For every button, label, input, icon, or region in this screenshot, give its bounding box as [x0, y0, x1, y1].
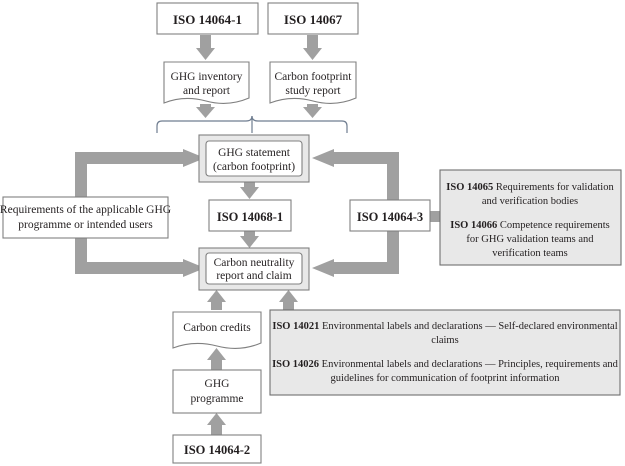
node-ghg-inventory-line2: and report — [183, 85, 231, 97]
arrow-14064-1-to-inventory — [196, 35, 215, 60]
node-carbon-credits[interactable]: Carbon credits — [172, 311, 262, 349]
arrow-14067-to-footprint-study — [303, 35, 322, 60]
connector-requirements-to-statement — [75, 149, 205, 277]
arrow-labels-panel-to-neutrality — [279, 290, 298, 310]
node-iso-14067[interactable]: ISO 14067 — [267, 2, 359, 35]
panel-validation-text-1-2: verification teams — [492, 248, 568, 259]
panel-labels-entry-0-line-0: ISO 14021 Environmental labels and decla… — [272, 321, 617, 332]
node-ghg-inventory-report[interactable]: GHG inventory and report — [163, 61, 250, 104]
arrow-statement-to-14068-1 — [240, 182, 259, 199]
node-iso-14064-1[interactable]: ISO 14064-1 — [156, 2, 259, 35]
arrow-programme-to-credits — [207, 348, 226, 370]
node-ghg-statement[interactable]: GHG statement (carbon footprint) — [198, 134, 310, 183]
node-requirements-line1: Requirements of the applicable GHG — [0, 204, 171, 216]
node-carbon-neutrality-line1: Carbon neutrality — [214, 257, 295, 269]
node-carbon-footprint-line2: study report — [285, 85, 341, 97]
panel-labels-text-1-0: Environmental labels and declarations — … — [322, 359, 619, 370]
node-iso-14064-2[interactable]: ISO 14064-2 — [172, 434, 262, 464]
panel-labels-text-0-0: Environmental labels and declarations — … — [322, 321, 618, 332]
connector-iso14064-3-loop — [312, 149, 399, 277]
brace-connector — [156, 115, 348, 133]
panel-labels-code-1: ISO 14026 — [272, 359, 319, 370]
arrow-head-right-neutrality — [183, 259, 205, 277]
node-ghg-programme-line1: GHG — [205, 378, 230, 390]
arrow-inventory-to-brace — [196, 104, 215, 118]
node-carbon-neutrality-line2: report and claim — [216, 270, 291, 282]
panel-environmental-labels[interactable]: ISO 14021 Environmental labels and decla… — [269, 309, 621, 396]
panel-validation-entry-1-line-0: ISO 14066 Competence requirements — [450, 220, 610, 231]
node-ghg-statement-line1: GHG statement — [218, 147, 291, 159]
panel-labels-text-0-1: claims — [431, 335, 458, 346]
node-iso-14064-2-label: ISO 14064-2 — [184, 443, 250, 457]
arrow-head-left-neutrality — [312, 259, 334, 277]
panel-validation-verification[interactable]: ISO 14065 Requirements for validation an… — [439, 169, 622, 266]
node-carbon-credits-label: Carbon credits — [183, 322, 251, 334]
arrow-14064-2-to-programme — [207, 413, 226, 435]
arrow-14068-1-to-neutrality — [240, 231, 259, 248]
panel-validation-entry-0-line-0: ISO 14065 Requirements for validation — [446, 182, 614, 193]
arrow-head-right-statement — [183, 149, 205, 167]
panel-validation-text-1-1: for GHG validation teams and — [466, 234, 594, 245]
node-requirements-line2: programme or intended users — [18, 219, 153, 231]
panel-labels-entry-1-line-0: ISO 14026 Environmental labels and decla… — [272, 359, 619, 370]
node-iso-14068-1[interactable]: ISO 14068-1 — [208, 199, 292, 232]
node-iso-14064-1-label: ISO 14064-1 — [173, 12, 242, 27]
panel-validation-code-0: ISO 14065 — [446, 182, 493, 193]
node-carbon-neutrality-report[interactable]: Carbon neutrality report and claim — [198, 247, 310, 291]
node-requirements-ghg-programme[interactable]: Requirements of the applicable GHG progr… — [0, 196, 171, 239]
node-iso-14064-3[interactable]: ISO 14064-3 — [349, 199, 431, 232]
arrow-credits-to-neutrality — [207, 290, 226, 310]
node-ghg-programme[interactable]: GHG programme — [172, 369, 262, 414]
node-ghg-programme-line2: programme — [190, 393, 243, 405]
node-iso-14068-1-label: ISO 14068-1 — [217, 210, 283, 224]
panel-validation-code-1: ISO 14066 — [450, 220, 497, 231]
arrow-footprint-study-to-brace — [303, 104, 322, 118]
node-iso-14064-3-label: ISO 14064-3 — [357, 210, 423, 224]
node-carbon-footprint-study-report[interactable]: Carbon footprint study report — [269, 61, 357, 104]
node-iso-14067-label: ISO 14067 — [284, 12, 343, 27]
node-ghg-statement-line2: (carbon footprint) — [213, 161, 295, 173]
panel-validation-text-0-1: and verification bodies — [482, 196, 578, 207]
panel-validation-text-0-0: Requirements for validation — [496, 182, 615, 193]
arrow-head-left-statement — [312, 149, 334, 167]
node-carbon-footprint-line1: Carbon footprint — [275, 71, 353, 83]
panel-labels-code-0: ISO 14021 — [272, 321, 319, 332]
panel-labels-text-1-1: guidelines for communication of footprin… — [331, 373, 561, 384]
panel-validation-text-1-0: Competence requirements — [500, 220, 610, 231]
node-ghg-inventory-line1: GHG inventory — [171, 71, 243, 83]
